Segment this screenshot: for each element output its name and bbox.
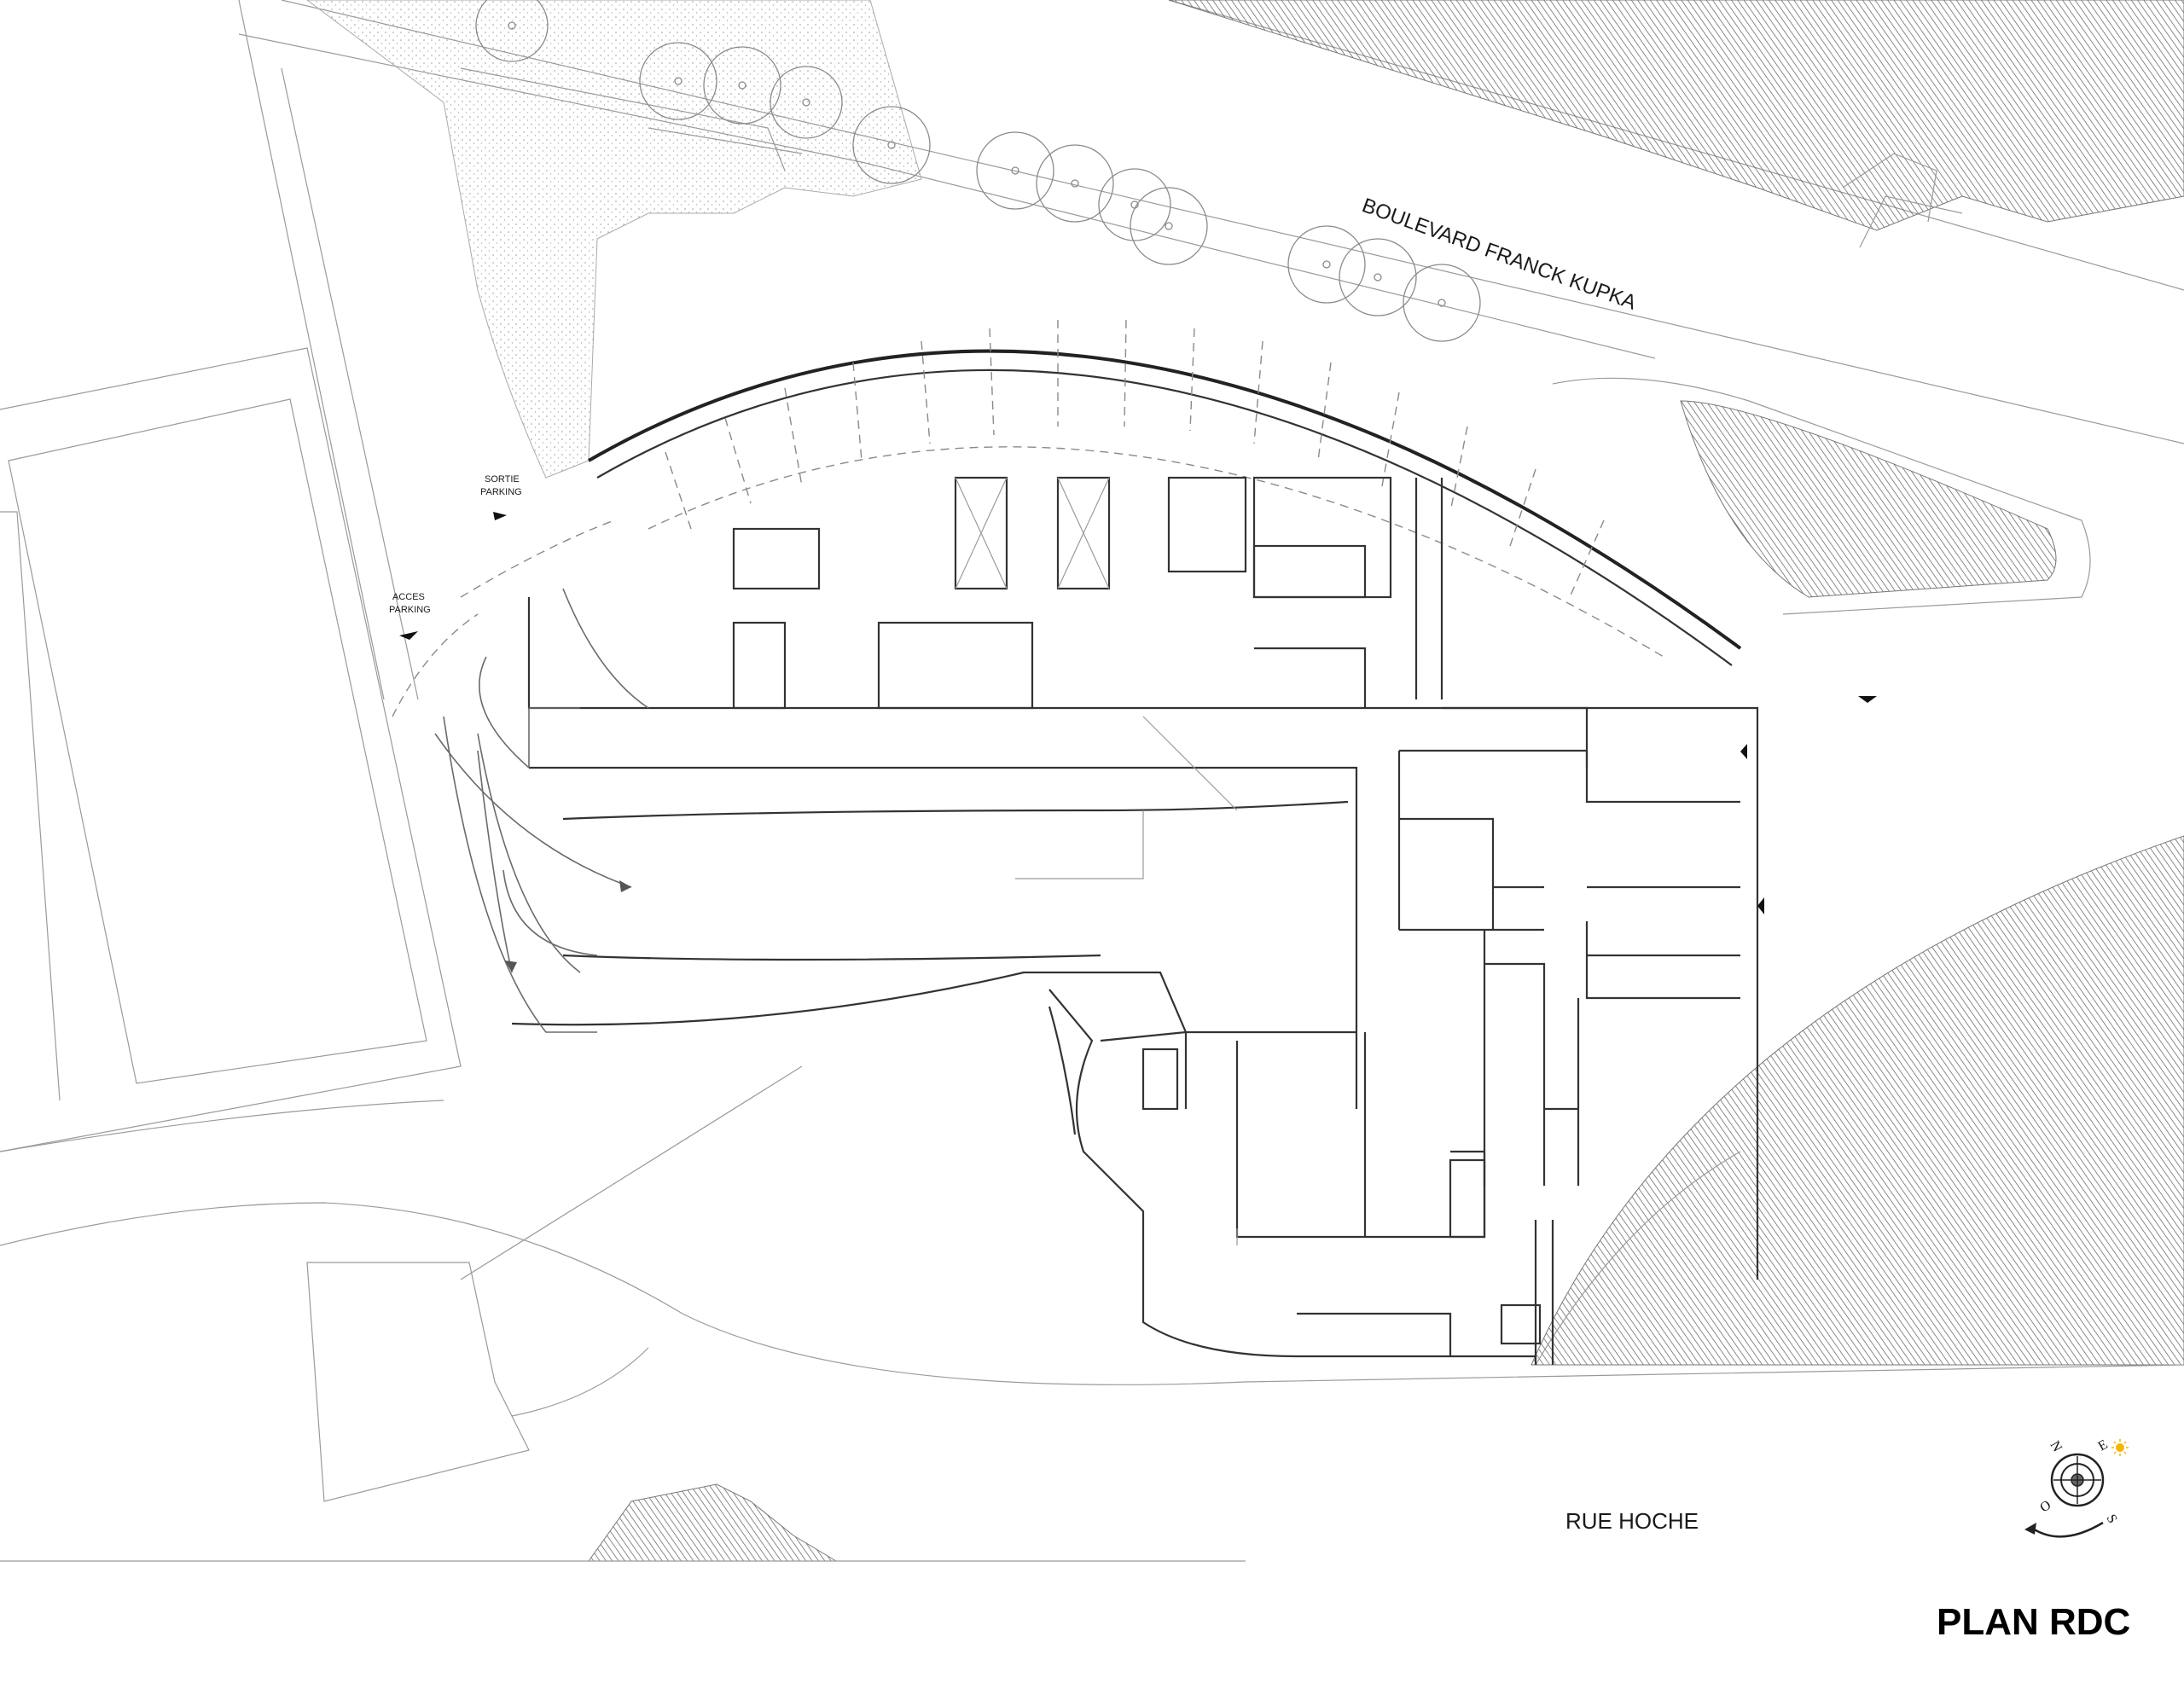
office-bays bbox=[665, 319, 1605, 598]
tree-icon bbox=[703, 46, 781, 125]
entrance-arrow-icon bbox=[1740, 744, 1747, 759]
street-label-top: BOULEVARD FRANCK KUPKA bbox=[1359, 194, 1639, 315]
tree-icon bbox=[1403, 264, 1481, 342]
tree-icon bbox=[770, 66, 843, 139]
restroom-block bbox=[1167, 476, 1247, 573]
elevator-shaft bbox=[954, 476, 1008, 590]
hatched-island bbox=[1680, 400, 2057, 598]
neighbor-building-hatched-top bbox=[1168, 0, 2184, 231]
trees bbox=[475, 0, 1481, 342]
entrance-arrow-icon bbox=[1858, 696, 1877, 703]
stair-block bbox=[1449, 1158, 1486, 1239]
access-parking-label: PARKING bbox=[389, 605, 431, 615]
compass-west: O bbox=[2038, 1498, 2054, 1516]
tree-icon bbox=[1036, 144, 1114, 223]
stair-block bbox=[1141, 1048, 1179, 1111]
stair-block bbox=[732, 621, 787, 710]
entrance-arrow-icon bbox=[1757, 897, 1764, 914]
building bbox=[392, 319, 1759, 1365]
exit-parking-label: SORTIE bbox=[485, 474, 520, 485]
compass: N E S O bbox=[2024, 1437, 2129, 1538]
restroom-block bbox=[877, 621, 1034, 710]
neighbor-building-hatched-bottom bbox=[588, 1483, 838, 1562]
tree-icon bbox=[976, 131, 1054, 210]
tree-icon bbox=[1287, 225, 1366, 304]
tree-icon bbox=[852, 106, 931, 184]
street-label-bottom: RUE HOCHE bbox=[1565, 1508, 1699, 1534]
stair-block bbox=[732, 527, 821, 590]
access-parking-label: ACCES bbox=[392, 592, 425, 602]
exit-parking-label: PARKING bbox=[480, 487, 522, 497]
tree-icon bbox=[1339, 238, 1417, 316]
green-area bbox=[306, 0, 922, 479]
sun-icon bbox=[2111, 1439, 2129, 1456]
access-parking-arrow-icon bbox=[399, 631, 418, 640]
site-context bbox=[0, 0, 2184, 1562]
elevator-shaft bbox=[1056, 476, 1111, 590]
compass-east: E bbox=[2096, 1437, 2111, 1454]
tree-icon bbox=[639, 42, 717, 120]
compass-north: N bbox=[2048, 1439, 2065, 1455]
compass-south: S bbox=[2104, 1512, 2120, 1526]
plan-title: PLAN RDC bbox=[1937, 1601, 2130, 1643]
labels: BOULEVARD FRANCK KUPKA RUE HOCHE SORTIE … bbox=[389, 194, 2130, 1643]
tree-icon bbox=[475, 0, 549, 62]
stair-block bbox=[1252, 544, 1367, 599]
neighbor-building-hatched-arc bbox=[1531, 835, 2184, 1366]
elevator-shaft bbox=[1500, 1303, 1542, 1345]
room-block bbox=[1252, 476, 1392, 599]
exit-parking-arrow-icon bbox=[493, 512, 507, 520]
tree-icon bbox=[1098, 168, 1171, 241]
tree-icon bbox=[1130, 187, 1208, 265]
